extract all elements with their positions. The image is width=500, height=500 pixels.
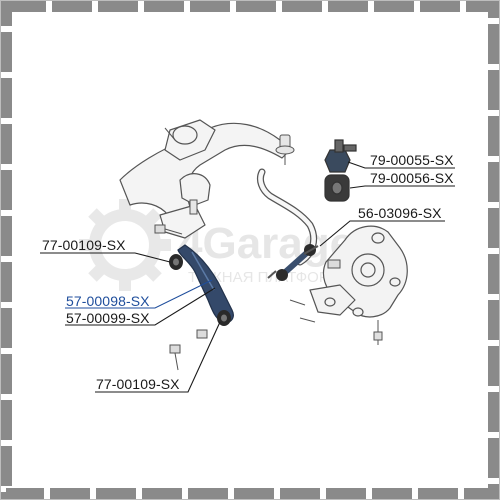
part-number-label[interactable]: 79-00056-SX <box>370 170 454 186</box>
watermark-main: 4Garage <box>178 219 354 268</box>
wheel-knuckle <box>309 225 408 318</box>
leader-77-00109-lower <box>95 321 221 393</box>
fasteners <box>154 224 341 371</box>
part-number-label[interactable]: 79-00055-SX <box>370 152 454 168</box>
leader-77-00109-upper <box>40 252 171 263</box>
gear-icon <box>79 199 171 291</box>
knuckle-bolts <box>289 299 383 345</box>
subframe-bolts <box>164 127 295 215</box>
part-number-label[interactable]: 77-00109-SX <box>96 376 180 392</box>
leader-79-00056 <box>349 185 455 189</box>
leader-lines <box>40 161 455 393</box>
part-number-label[interactable]: 56-03096-SX <box>358 205 442 221</box>
leader-79-00055 <box>347 161 455 169</box>
arm-bushing-lower <box>217 310 231 326</box>
stabilizer-link <box>267 244 319 281</box>
leader-57-00098 <box>65 279 213 309</box>
arm-bushing-upper <box>169 254 183 270</box>
part-number-label-highlighted[interactable]: 57-00098-SX <box>66 293 150 309</box>
leader-57-00099 <box>65 287 216 326</box>
leader-56-03096 <box>319 220 445 247</box>
subframe <box>119 119 291 239</box>
part-number-label[interactable]: 77-00109-SX <box>42 237 126 253</box>
part-number-label[interactable]: 57-00099-SX <box>66 310 150 326</box>
stabilizer-bushing <box>324 139 357 202</box>
